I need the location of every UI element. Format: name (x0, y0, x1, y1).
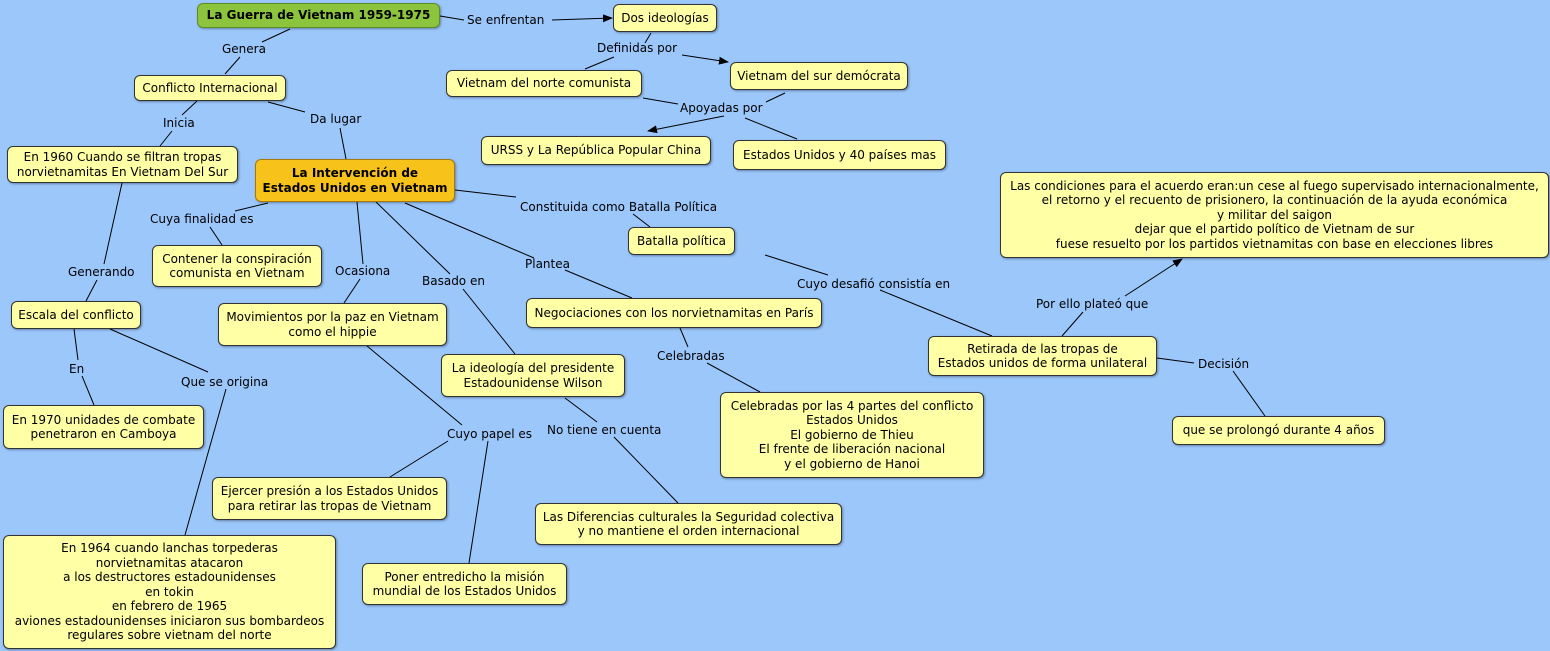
node-vietnam-norte[interactable]: Vietnam del norte comunista (446, 70, 642, 97)
node-dos-ideologias[interactable]: Dos ideologías (613, 4, 717, 32)
link-generando: Generando (68, 265, 135, 279)
link-cuyo-papel: Cuyo papel es (447, 427, 532, 441)
link-constituida: Constituida como Batalla Política (520, 200, 718, 214)
node-retirada-tropas[interactable]: Retirada de las tropas de Estados unidos… (928, 336, 1157, 376)
node-conflicto-internacional[interactable]: Conflicto Internacional (134, 75, 286, 101)
link-cuya-finalidad: Cuya finalidad es (150, 212, 254, 226)
link-cuyo-desafio: Cuyo desafió consistía en (797, 277, 951, 291)
node-prolongo-4-anos[interactable]: que se prolongó durante 4 años (1172, 416, 1385, 445)
node-contener-conspiracion[interactable]: Contener la conspiración comunista en Vi… (152, 245, 322, 287)
node-en-1960[interactable]: En 1960 Cuando se filtran tropas norviet… (7, 146, 238, 183)
link-basado-en: Basado en (422, 274, 485, 288)
link-en: En (69, 362, 85, 376)
link-genera: Genera (222, 42, 266, 56)
node-ejercer-presion[interactable]: Ejercer presión a los Estados Unidos par… (212, 477, 447, 520)
link-por-ello: Por ello plateó que (1036, 297, 1149, 311)
node-escala-conflicto[interactable]: Escala del conflicto (11, 301, 141, 329)
node-en-1970[interactable]: En 1970 unidades de combate penetraron e… (3, 405, 204, 449)
link-se-enfrentan: Se enfrentan (467, 13, 545, 27)
link-decision: Decisión (1198, 357, 1250, 371)
node-ideologia-wilson[interactable]: La ideología del presidente Estadouniden… (441, 354, 625, 397)
link-que-se-origina: Que se origina (181, 375, 269, 389)
node-negociaciones-paris[interactable]: Negociaciones con los norvietnamitas en … (526, 298, 822, 328)
node-batalla-politica[interactable]: Batalla política (628, 227, 735, 255)
node-intervencion-eeuu[interactable]: La Intervención de Estados Unidos en Vie… (255, 159, 455, 202)
link-plantea: Plantea (525, 257, 570, 271)
node-urss-china[interactable]: URSS y La República Popular China (481, 136, 711, 165)
node-celebradas-partes[interactable]: Celebradas por las 4 partes del conflict… (720, 392, 984, 478)
link-inicia: Inicia (163, 116, 195, 130)
node-eeuu-40-paises[interactable]: Estados Unidos y 40 países mas (733, 140, 946, 170)
link-ocasiona: Ocasiona (335, 264, 391, 278)
link-apoyadas-por: Apoyadas por (680, 101, 763, 115)
link-da-lugar: Da lugar (310, 112, 362, 126)
node-vietnam-sur[interactable]: Vietnam del sur demócrata (730, 62, 908, 90)
node-en-1964[interactable]: En 1964 cuando lanchas torpederas norvie… (3, 535, 336, 649)
node-guerra-vietnam[interactable]: La Guerra de Vietnam 1959-1975 (197, 3, 440, 28)
link-no-tiene: No tiene en cuenta (547, 423, 662, 437)
node-condiciones-acuerdo[interactable]: Las condiciones para el acuerdo eran:un … (1000, 172, 1549, 258)
node-poner-entredicho[interactable]: Poner entredicho la misión mundial de lo… (362, 563, 567, 605)
link-definidas-por: Definidas por (597, 41, 678, 55)
node-diferencias-culturales[interactable]: Las Diferencias culturales la Seguridad … (535, 503, 842, 545)
node-movimientos-paz[interactable]: Movimientos por la paz en Vietnam como e… (218, 303, 447, 346)
link-celebradas: Celebradas (657, 349, 725, 363)
